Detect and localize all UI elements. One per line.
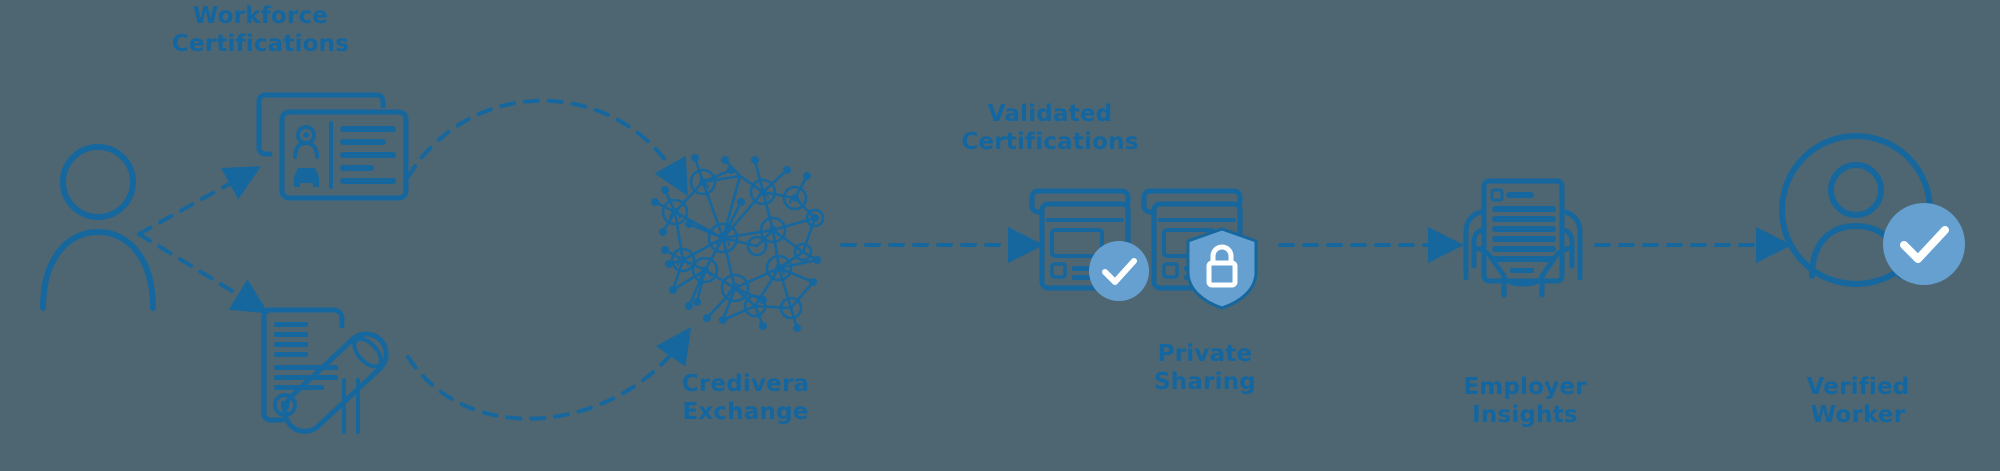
label-employer-insights: Employer Insights xyxy=(1463,374,1587,429)
connector-id-cards-to-exchange xyxy=(406,98,688,196)
connector-diploma-to-exchange xyxy=(406,326,692,421)
label-credivera-exchange: Credivera Exchange xyxy=(681,371,810,426)
id-card-stack-icon xyxy=(256,92,409,202)
label-validated-certifications: Validated Certifications xyxy=(961,101,1139,156)
network-graph-icon xyxy=(645,140,845,345)
shield-lock-badge-icon xyxy=(1186,227,1258,310)
label-workforce-certifications: Workforce Certifications xyxy=(171,3,350,58)
verified-check-badge-icon xyxy=(1882,202,1966,286)
worker-person-icon xyxy=(38,140,158,311)
hands-holding-document-icon xyxy=(1448,178,1598,298)
connector-worker-to-id-cards xyxy=(137,166,261,236)
diploma-scroll-icon xyxy=(252,292,410,442)
label-verified-worker: Verified Worker xyxy=(1806,374,1910,429)
label-private-sharing: Private Sharing xyxy=(1154,341,1256,396)
check-circle-badge-icon xyxy=(1088,240,1150,302)
connector-worker-to-diploma xyxy=(137,232,269,314)
